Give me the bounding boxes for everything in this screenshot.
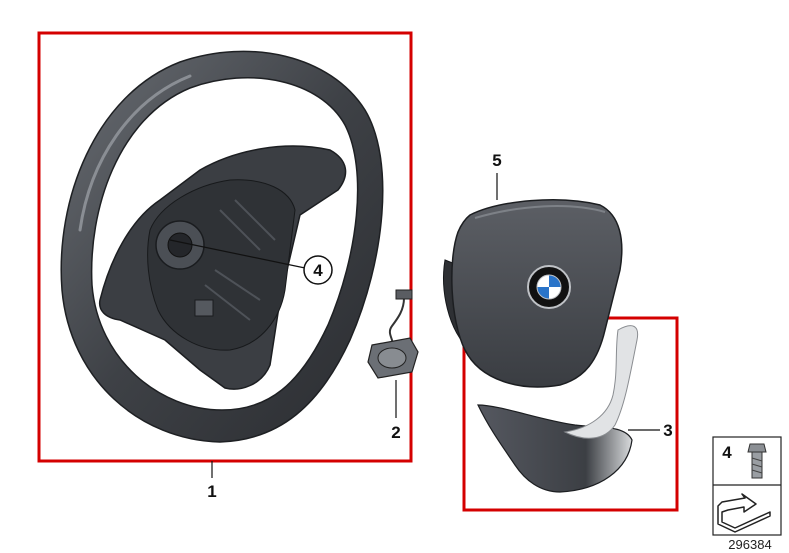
airbag-module: [443, 173, 623, 388]
connector-face: [377, 347, 407, 369]
parts-legend: 4: [712, 436, 782, 536]
connector-plug: [395, 289, 413, 300]
legend-frame: [712, 436, 782, 536]
illustration-number: 296384: [728, 537, 771, 552]
callout-wiring-connector: 2: [391, 423, 400, 442]
bolt-icon: [747, 443, 767, 479]
callout-bolt: 4: [313, 261, 323, 280]
rim-highlight: [78, 74, 192, 232]
wiring-connector: [367, 289, 419, 418]
highlight-box-steering-wheel: [37, 31, 413, 463]
hub-ribs: [204, 199, 276, 321]
arrow-icon: [717, 493, 771, 533]
airbag-edge-highlight: [474, 205, 606, 219]
steering-wheel: [60, 50, 384, 443]
trim-cover-chrome-strip: [563, 325, 639, 439]
callout-trim-cover: 3: [663, 421, 672, 440]
legend-part-number: 4: [722, 443, 732, 462]
callout-airbag-module: 5: [492, 151, 501, 170]
steering-wheel-rim: [60, 50, 384, 443]
callout-steering-wheel: 1: [207, 482, 216, 501]
hub-detail-block: [194, 299, 214, 317]
hub-center-bore: [167, 232, 193, 258]
bmw-roundel-logo: [527, 265, 571, 309]
callout-circle-bolt: [303, 255, 333, 285]
leader-line-bolt: [169, 239, 306, 269]
connector-wire: [388, 297, 405, 347]
trim-cover: [477, 325, 660, 493]
